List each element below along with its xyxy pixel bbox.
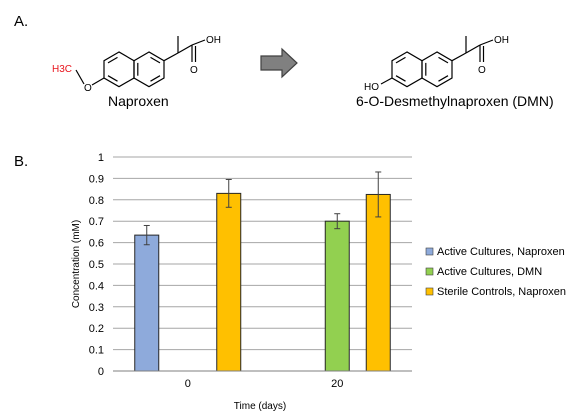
naproxen-acid-oh: OH bbox=[206, 35, 221, 46]
y-tick-label: 0.7 bbox=[89, 216, 104, 228]
bar bbox=[365, 193, 391, 372]
gridlines bbox=[113, 156, 412, 351]
y-axis-title: Concentration (mM) bbox=[71, 220, 82, 308]
legend-label: Active Cultures, DMN bbox=[437, 266, 542, 278]
y-tick-label: 0.3 bbox=[89, 302, 104, 314]
dmn-carbonyl-o: O bbox=[478, 65, 486, 76]
naproxen-name: Naproxen bbox=[108, 93, 169, 109]
y-tick-label: 1 bbox=[98, 152, 104, 164]
y-tick-label: 0 bbox=[98, 366, 104, 378]
naproxen-structure bbox=[75, 36, 206, 88]
bar bbox=[216, 192, 242, 372]
error-bars bbox=[143, 171, 382, 246]
legend-label: Sterile Controls, Naproxen bbox=[437, 286, 566, 298]
legend-swatch bbox=[425, 287, 434, 296]
bar bbox=[324, 220, 350, 372]
naproxen-methyl: H3C bbox=[52, 64, 72, 75]
x-tick-labels: 0 20 bbox=[185, 378, 344, 390]
y-tick-label: 0.9 bbox=[89, 173, 104, 185]
x-axis-title: Time (days) bbox=[234, 401, 286, 412]
y-tick-label: 0.5 bbox=[89, 259, 104, 271]
y-tick-label: 0.1 bbox=[89, 345, 104, 357]
legend-swatch bbox=[425, 247, 434, 256]
dmn-name: 6-O-Desmethylnaproxen (DMN) bbox=[356, 93, 554, 109]
dmn-structure bbox=[380, 36, 494, 88]
x-tick-label: 20 bbox=[331, 378, 343, 390]
naproxen-ether-o: O bbox=[84, 83, 92, 94]
y-tick-labels: 0 0.1 0.2 0.3 0.4 0.5 0.6 0.7 0.8 0.9 1 bbox=[89, 152, 104, 378]
panel-a-label: A. bbox=[14, 13, 28, 30]
reaction-arrow-icon bbox=[260, 47, 298, 79]
x-tick-label: 0 bbox=[185, 378, 191, 390]
y-tick-label: 0.8 bbox=[89, 195, 104, 207]
naproxen-carbonyl-o: O bbox=[190, 65, 198, 76]
bars bbox=[134, 192, 391, 372]
dmn-phenol-ho: HO bbox=[364, 82, 379, 93]
legend-swatch bbox=[425, 267, 434, 276]
y-tick-label: 0.4 bbox=[89, 280, 104, 292]
concentration-bar-chart: 0 0.1 0.2 0.3 0.4 0.5 0.6 0.7 0.8 0.9 1 0 20 Concen… bbox=[71, 152, 566, 412]
dmn-acid-oh: OH bbox=[494, 35, 509, 46]
y-tick-label: 0.2 bbox=[89, 323, 104, 335]
bar bbox=[134, 234, 160, 372]
y-tick-label: 0.6 bbox=[89, 238, 104, 250]
panel-b-label: B. bbox=[14, 153, 28, 170]
legend-label: Active Cultures, Naproxen bbox=[437, 246, 565, 258]
